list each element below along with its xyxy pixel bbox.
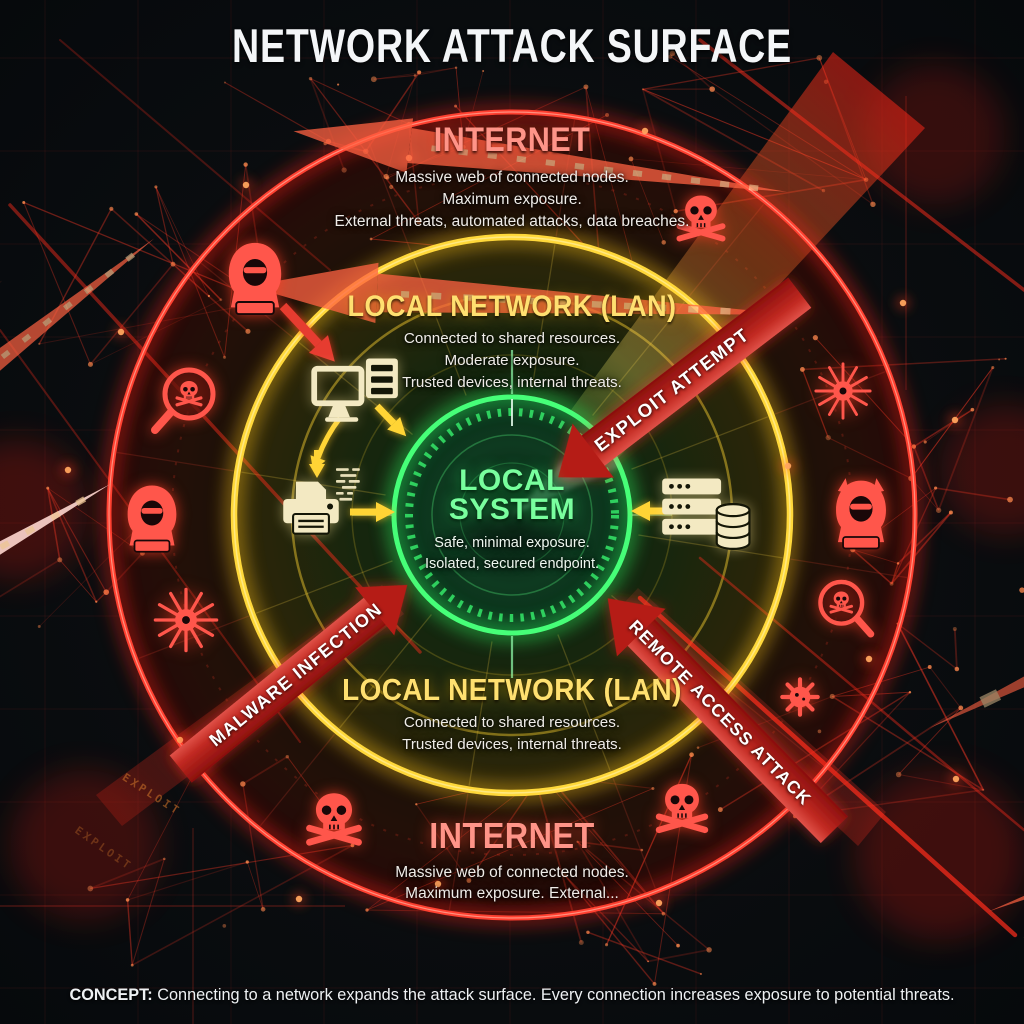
exploit-attempt-arrow <box>558 277 812 478</box>
edge-glows <box>0 65 1024 940</box>
page-title: NETWORK ATTACK SURFACE <box>232 19 792 72</box>
printer-to-system-arrow <box>350 502 395 522</box>
attack-banners <box>169 277 848 844</box>
malware-infection-arrow <box>169 584 408 783</box>
remote-access-attack-arrow <box>607 598 848 844</box>
hacker-attack-arrow <box>279 302 335 362</box>
concept-text: Connecting to a network expands the atta… <box>152 986 955 1004</box>
internet-ring <box>102 105 922 925</box>
lan-ring <box>226 229 798 801</box>
mesh-nodes <box>60 123 964 911</box>
exploit-beam <box>560 52 925 470</box>
concept-prefix: CONCEPT: <box>69 986 153 1004</box>
concept-footnote: CONCEPT: Connecting to a network expands… <box>0 986 1024 1005</box>
